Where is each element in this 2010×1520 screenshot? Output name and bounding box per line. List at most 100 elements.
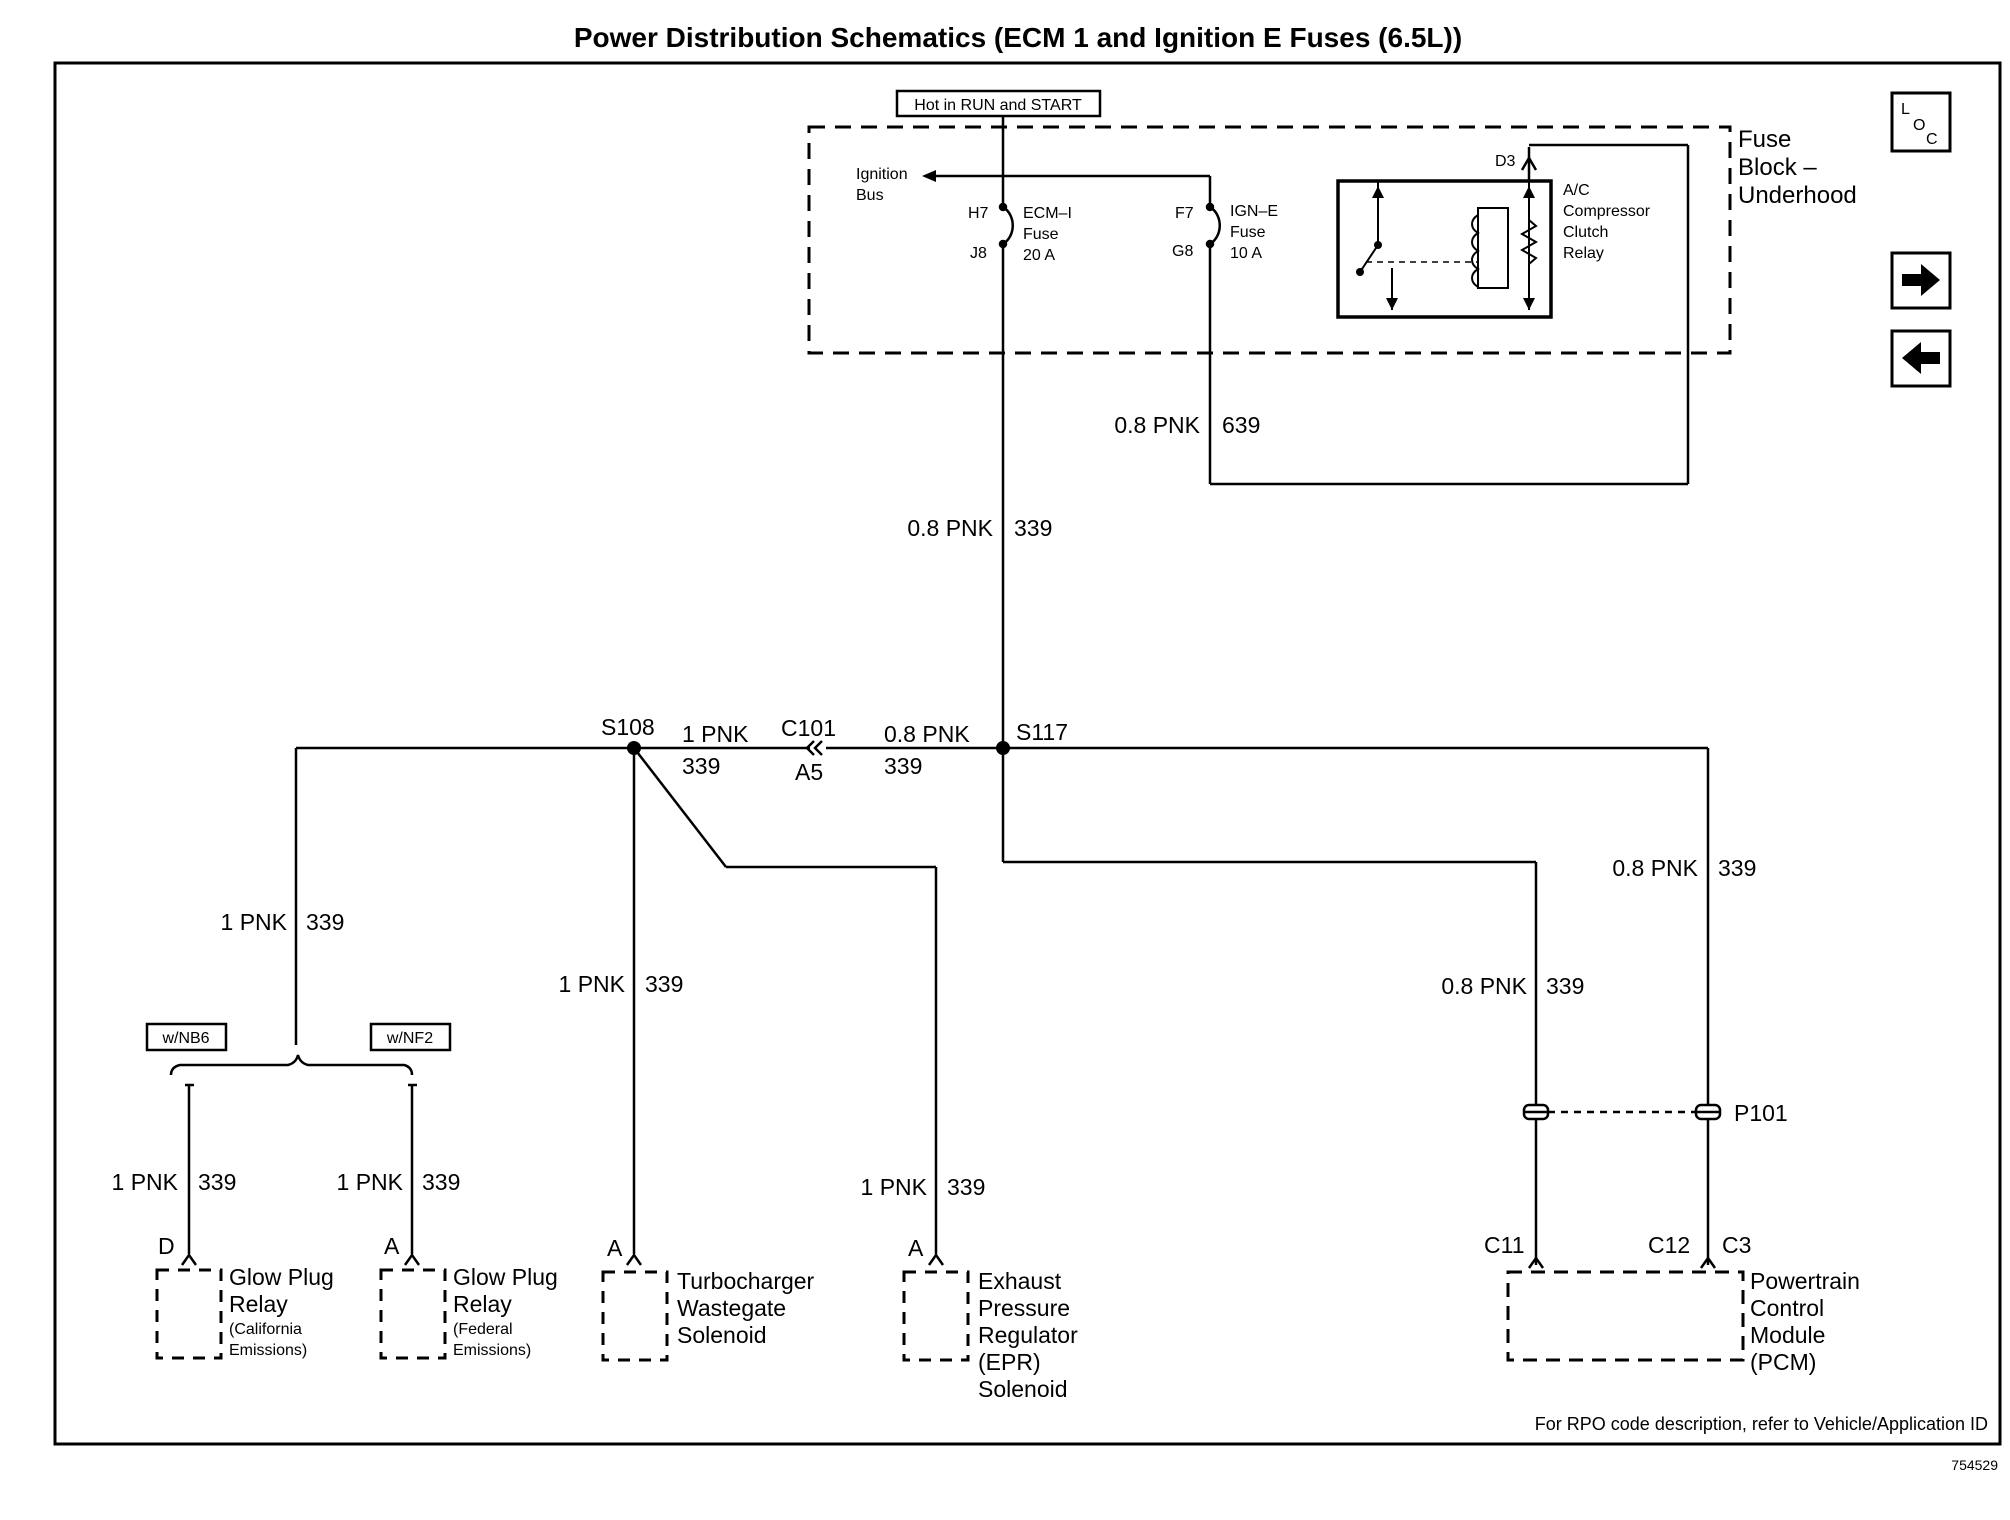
ign-fuse-label-2: Fuse [1230,224,1266,241]
previous-page-button[interactable] [1890,329,1952,388]
ignition-bus-arrow [922,170,936,182]
glow-ca-label-4: Emissions) [229,1342,307,1359]
location-o: O [1913,117,1925,134]
hot-bus-wire [925,116,1212,207]
glow-fed-label-4: Emissions) [453,1342,531,1359]
turbo-label-3: Solenoid [677,1322,767,1348]
glow-ca-outline [155,1268,223,1360]
relay-wire [1208,143,1690,486]
glow-ca-label-2: Relay [229,1291,288,1317]
glow-ca-pin-symbol [180,1252,198,1266]
pcm-label-3: Module [1750,1322,1825,1348]
pcm-pin-c11: C11 [1484,1232,1525,1258]
wire-339-epr-gauge: 1 PNK [861,1174,928,1200]
glow-fed-outline [379,1268,447,1360]
epr-label-3: Regulator [978,1322,1078,1348]
connector-c101-pin: A5 [795,759,823,785]
pcm-pins [1527,1255,1717,1269]
wire-339-right-gauge: 0.8 PNK [1612,855,1698,881]
turbo-outline [601,1270,669,1362]
glow-fed-label-1: Glow Plug [453,1264,558,1290]
footer-note: For RPO code description, refer to Vehic… [1535,1414,1988,1434]
connector-c101: C101 [781,715,836,741]
pcm-label-4: (PCM) [1750,1349,1816,1375]
next-page-button[interactable] [1890,251,1952,310]
wire-to-c11 [1001,748,1538,1265]
pcm-outline [1506,1270,1745,1362]
glow-ca-label-1: Glow Plug [229,1264,334,1290]
wire-339-left-circuit: 339 [306,909,344,935]
figure-id: 754529 [1951,1457,1998,1473]
glow-ca-pin: D [158,1233,175,1259]
epr-outline [902,1270,970,1362]
option-nb6-box [145,1022,228,1052]
epr-label-4: (EPR) [978,1349,1041,1375]
pcm-pin-c12: C12 [1648,1232,1690,1258]
hot-label: Hot in RUN and START [914,97,1082,114]
ign-fuse-label-3: 10 A [1230,245,1262,262]
fuse-block-label-1: Fuse [1738,126,1791,153]
p101-connector [1522,1103,1722,1121]
wire-339-a-gauge: 1 PNK [682,721,749,747]
wire-to-glow-relays [169,748,417,1254]
wire-339-glowD-circuit: 339 [198,1169,236,1195]
splice-s117-label: S117 [1016,719,1068,745]
location-button[interactable]: L O C [1890,91,1952,153]
pcm-pin-c3: C3 [1722,1232,1751,1258]
option-nb6-label: w/NB6 [161,1030,209,1047]
ecm-fuse-symbol [998,202,1014,249]
fuse-block-label-3: Underhood [1738,182,1857,209]
wire-339-b-circuit: 339 [884,753,922,779]
ecm-fuse-pin-bottom: J8 [970,245,987,262]
horizontal-bus [296,740,1710,1265]
option-nf2-box [369,1022,452,1052]
fuse-block-label-2: Block – [1738,154,1817,181]
relay-label-1: A/C [1563,182,1590,199]
ecm-fuse-label-2: Fuse [1023,226,1059,243]
glow-fed-label-3: (Federal [453,1321,513,1338]
relay-label-2: Compressor [1563,203,1651,220]
wire-339-c11-circuit: 339 [1546,973,1584,999]
relay-pin: D3 [1495,153,1516,170]
ecm-fuse-label-1: ECM–I [1023,205,1072,222]
wire-339-main-circuit: 339 [1014,515,1052,541]
wire-339-turbo-circuit: 339 [645,971,683,997]
epr-pin-symbol [927,1252,945,1266]
wire-339-main-gauge: 0.8 PNK [907,515,993,541]
splice-s108-label: S108 [601,714,655,740]
wire-339-glowA-circuit: 339 [422,1169,460,1195]
p101-label: P101 [1734,1100,1788,1126]
ecm-fuse-label-3: 20 A [1023,247,1055,264]
glow-fed-pin: A [384,1233,400,1259]
hot-label-box [895,89,1102,118]
glow-fed-pin-symbol [403,1252,421,1266]
wire-to-epr [633,747,938,1254]
wire-339-b-gauge: 0.8 PNK [884,721,970,747]
option-nf2-label: w/NF2 [386,1030,433,1047]
wire-339-glowD-gauge: 1 PNK [112,1169,179,1195]
wire-339-epr-circuit: 339 [947,1174,985,1200]
ecm-fuse-pin-top: H7 [968,205,989,222]
ignition-bus-label-2: Bus [856,187,884,204]
relay-label-3: Clutch [1563,224,1608,241]
ign-fuse-pin-bottom: G8 [1172,243,1193,260]
epr-label-1: Exhaust [978,1268,1062,1294]
ignition-bus-label-1: Ignition [856,166,908,183]
turbo-label-2: Wastegate [677,1295,786,1321]
wire-339-turbo-gauge: 1 PNK [559,971,626,997]
turbo-pin: A [607,1235,623,1261]
ign-fuse-symbol [1205,202,1221,249]
wire-339-glowA-gauge: 1 PNK [337,1169,404,1195]
location-c: C [1926,131,1938,148]
ign-fuse-pin-top: F7 [1175,205,1194,222]
wire-339-left-gauge: 1 PNK [221,909,288,935]
pcm-label-1: Powertrain [1750,1268,1860,1294]
ac-relay-symbol [1336,179,1553,319]
diagram-frame [53,61,2002,1446]
wire-639-circuit: 639 [1222,412,1260,438]
ac-relay-marks [1356,186,1535,310]
turbo-label-1: Turbocharger [677,1268,815,1294]
glow-ca-label-3: (California [229,1321,302,1338]
epr-pin: A [908,1235,924,1261]
